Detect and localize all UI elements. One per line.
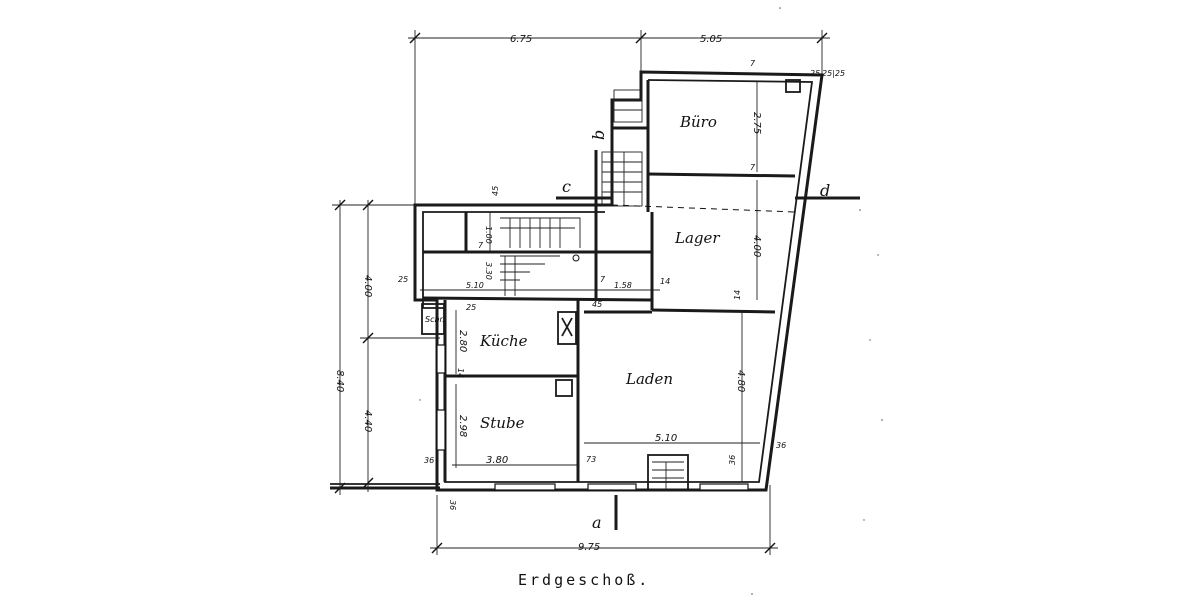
- room-label-lager: Lager: [674, 229, 720, 247]
- section-markers: c d b a: [562, 130, 830, 532]
- dim-label-wall-14-a: 14: [660, 277, 670, 286]
- dim-label-wall-7-c: 7: [600, 275, 606, 284]
- wall-lager-south: [651, 308, 776, 314]
- speck: [863, 519, 865, 521]
- dim-label-wall-36-d: 36: [728, 455, 737, 465]
- section-label-d: d: [820, 181, 830, 200]
- dim-label-lager-height: 4.00: [751, 235, 762, 257]
- dim-label-left-total: 8.40: [334, 370, 345, 392]
- room-label-stube: Stube: [480, 414, 525, 432]
- window-stube: [494, 483, 556, 491]
- scan-specks: [419, 7, 883, 595]
- speck: [779, 7, 781, 9]
- dim-label-wall-25-45: 25|25: [822, 69, 845, 78]
- dim-label-stair-run: 3.30: [484, 262, 493, 280]
- stair-main-upper: [500, 217, 581, 248]
- dim-tick: [431, 542, 443, 554]
- dim-label-wall-73: 73: [586, 455, 596, 464]
- stair-b: [601, 151, 643, 207]
- wall-buero-lager: [647, 172, 796, 178]
- dim-label-wall-25-a: 25: [398, 275, 408, 284]
- walls: [330, 70, 824, 492]
- dim-tick: [409, 32, 421, 44]
- speck: [859, 209, 861, 211]
- room-label-laden: Laden: [625, 370, 673, 388]
- room-labels: Büro Lager Küche Laden Stube Schr.: [425, 113, 720, 432]
- chimney-mark: [561, 317, 573, 337]
- dim-label-left-lower: 4.40: [362, 410, 373, 432]
- dim-label-entry: 5.10: [466, 281, 484, 290]
- section-lines: [556, 196, 860, 530]
- dim-tick: [816, 32, 828, 44]
- dim-label-laden-width: 5.10: [655, 433, 677, 444]
- drawing-title: Erdgeschoß.: [518, 571, 650, 589]
- dim-label-wall-36-b: 36: [424, 456, 434, 465]
- wall-corridor-south: [422, 296, 653, 302]
- chimney-kueche: [557, 311, 577, 345]
- stair-b-top: [613, 89, 643, 123]
- dim-label-wall-25-b: 25: [810, 69, 820, 78]
- dim-label-kueche-height: 2.80: [457, 330, 468, 352]
- entry-stair: [647, 454, 689, 491]
- wall-schrank: [421, 303, 445, 335]
- dim-label-top-left: 6.75: [510, 34, 532, 45]
- stairs: [500, 89, 643, 296]
- dim-label-top-right: 5.05: [700, 34, 722, 45]
- dim-label-wall-7-b: 7: [750, 163, 756, 172]
- window-laden-1: [587, 483, 637, 491]
- room-label-buero: Büro: [679, 113, 717, 131]
- dim-label-wall-14-b: 14: [733, 290, 742, 300]
- dimension-labels: 6.75 5.05 9.75 8.40 4.00 4.40 2.75 4.00 …: [334, 34, 845, 553]
- dim-tick: [362, 332, 374, 344]
- dim-label-stube-height: 2.98: [457, 415, 468, 437]
- chimney-stube: [555, 379, 573, 397]
- room-label-kueche: Küche: [479, 332, 528, 350]
- speck: [419, 399, 421, 401]
- dim-tick: [334, 199, 346, 211]
- stair-newel: [572, 254, 580, 262]
- dim-tick: [362, 477, 374, 489]
- dim-label-laden-height: 4.80: [735, 370, 746, 392]
- room-label-schrank: Schr.: [425, 315, 445, 324]
- stair-main-lower: [500, 255, 560, 296]
- dim-label-buero-height: 2.75: [751, 112, 762, 134]
- chimney-buero: [785, 79, 801, 93]
- section-cd-dashed: [611, 204, 796, 213]
- speck: [751, 593, 753, 595]
- speck: [869, 339, 871, 341]
- dim-label-corridor: 1.58: [614, 281, 632, 290]
- window-laden-2: [699, 483, 749, 491]
- section-label-b: b: [589, 130, 608, 140]
- dim-label-wall-45-a: 45: [491, 186, 500, 196]
- dim-label-left-upper: 4.00: [362, 275, 373, 297]
- window-kueche: [436, 344, 446, 374]
- dim-label-wall-36-c: 36: [448, 500, 457, 510]
- section-label-c: c: [562, 177, 571, 196]
- dim-tick: [362, 199, 374, 211]
- section-label-a: a: [592, 513, 602, 532]
- dim-label-wall-14-c: 14: [456, 368, 465, 378]
- dim-label-bottom-total: 9.75: [578, 542, 600, 553]
- dim-label-wall-7-a: 7: [750, 59, 756, 68]
- speck: [877, 254, 879, 256]
- window-stube-west: [436, 409, 446, 451]
- speck: [881, 419, 883, 421]
- dim-label-stair-width: 1.00: [484, 226, 493, 244]
- dim-label-wall-7-d: 7: [478, 241, 484, 250]
- dim-tick: [764, 542, 776, 554]
- dimension-lines: [332, 30, 830, 555]
- dim-label-wall-25-c: 25: [466, 303, 476, 312]
- dim-tick: [635, 32, 647, 44]
- dim-label-wall-36-a: 36: [776, 441, 786, 450]
- dim-label-wall-45-b: 45: [592, 300, 602, 309]
- dim-label-stube-width: 3.80: [486, 455, 508, 466]
